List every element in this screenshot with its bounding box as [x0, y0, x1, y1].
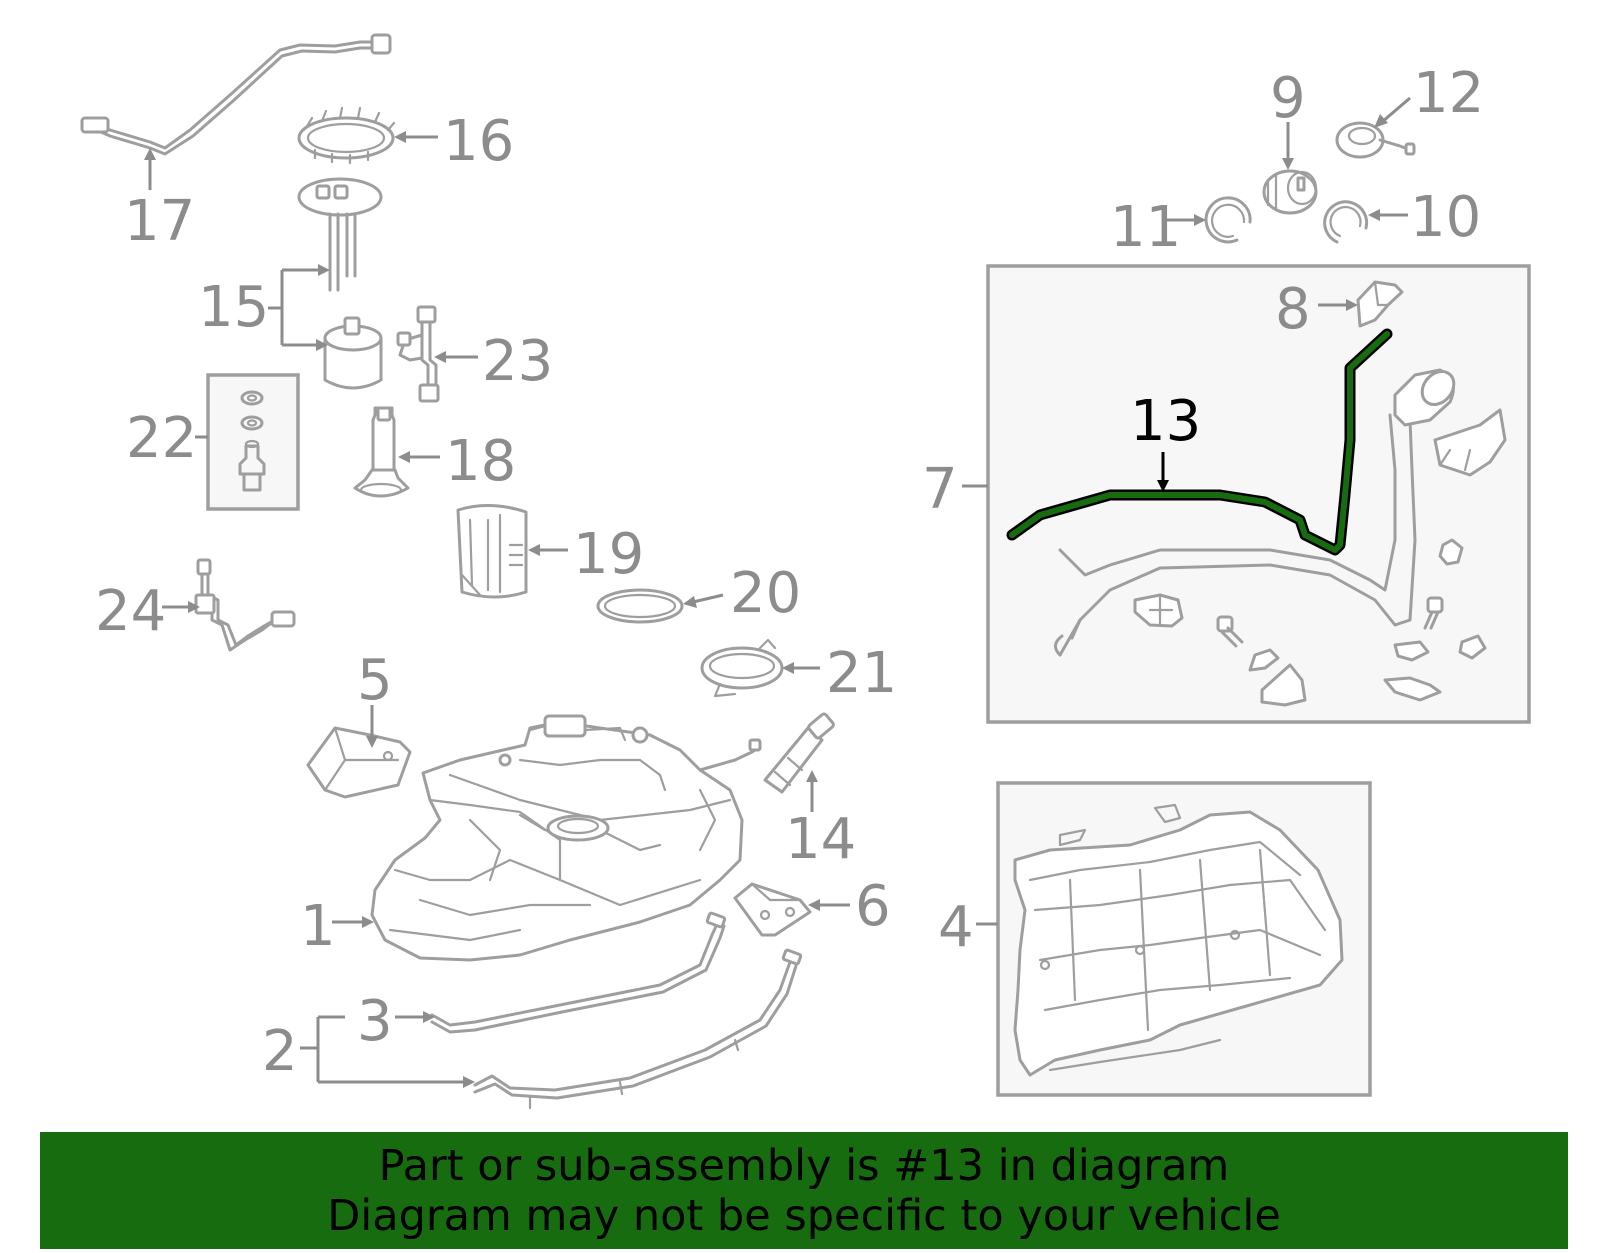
- part-7-hardware: [1133, 538, 1487, 707]
- part-21-retainer: [700, 638, 784, 698]
- banner-line-1: Part or sub-assembly is #13 in diagram: [378, 1140, 1230, 1191]
- label-1[interactable]: 1: [300, 894, 336, 959]
- part-14-valve: [763, 712, 835, 794]
- part-8-bracket: [1356, 280, 1404, 328]
- part-7-filler-neck: [1054, 368, 1507, 657]
- part-20-gasket: [596, 588, 684, 624]
- label-9[interactable]: 9: [1270, 66, 1306, 131]
- label-19[interactable]: 19: [573, 522, 644, 587]
- part-23-harness: [396, 305, 440, 403]
- label-15[interactable]: 15: [198, 275, 269, 340]
- label-10[interactable]: 10: [1410, 185, 1481, 250]
- part-6-bracket: [733, 882, 812, 937]
- label-2[interactable]: 2: [262, 1019, 298, 1084]
- part-2-strap: [473, 948, 803, 1110]
- label-12[interactable]: 12: [1413, 61, 1484, 126]
- part-1-fuel-tank: [370, 714, 762, 962]
- label-3[interactable]: 3: [357, 989, 393, 1054]
- label-16[interactable]: 16: [443, 109, 514, 174]
- label-24[interactable]: 24: [95, 579, 166, 644]
- leader-lines: [144, 96, 1411, 1088]
- part-3-strap: [430, 911, 727, 1034]
- label-18[interactable]: 18: [445, 429, 516, 494]
- part-24-sensor: [194, 558, 296, 652]
- label-5[interactable]: 5: [357, 648, 393, 713]
- label-22[interactable]: 22: [126, 406, 197, 471]
- part-10-clip: [1323, 200, 1369, 244]
- label-14[interactable]: 14: [785, 807, 856, 872]
- part-9-cap: [1262, 169, 1318, 215]
- part-4-heat-shield: [1013, 803, 1344, 1077]
- label-6[interactable]: 6: [855, 874, 891, 939]
- part-22-parts: [238, 390, 266, 492]
- part-19-filter: [456, 503, 528, 599]
- banner-line-2: Diagram may not be specific to your vehi…: [327, 1190, 1281, 1241]
- label-21[interactable]: 21: [826, 641, 897, 706]
- part-labels: 1 2 3 4 5 6 7 8 9 10 11 12 13 14 15 16 1…: [95, 61, 1484, 1084]
- label-23[interactable]: 23: [482, 329, 553, 394]
- part-11-clip: [1204, 196, 1252, 244]
- part-5-bracket: [306, 726, 412, 799]
- label-20[interactable]: 20: [730, 561, 801, 626]
- part-13-vent-tube: [1006, 328, 1393, 556]
- assembly-7-box: [986, 264, 1531, 724]
- label-8[interactable]: 8: [1275, 277, 1311, 342]
- label-7[interactable]: 7: [922, 457, 958, 522]
- label-11[interactable]: 11: [1110, 195, 1181, 260]
- label-13[interactable]: 13: [1130, 389, 1201, 454]
- part-15-fuel-pump: [297, 177, 383, 390]
- label-17[interactable]: 17: [124, 189, 195, 254]
- part-17-wire: [80, 33, 392, 156]
- info-banner: Part or sub-assembly is #13 in diagram D…: [40, 1132, 1568, 1249]
- label-4[interactable]: 4: [938, 895, 974, 960]
- part-12-cap: [1335, 121, 1416, 159]
- part-18-pump-motor: [353, 406, 410, 498]
- part-16-lock-ring: [297, 106, 396, 165]
